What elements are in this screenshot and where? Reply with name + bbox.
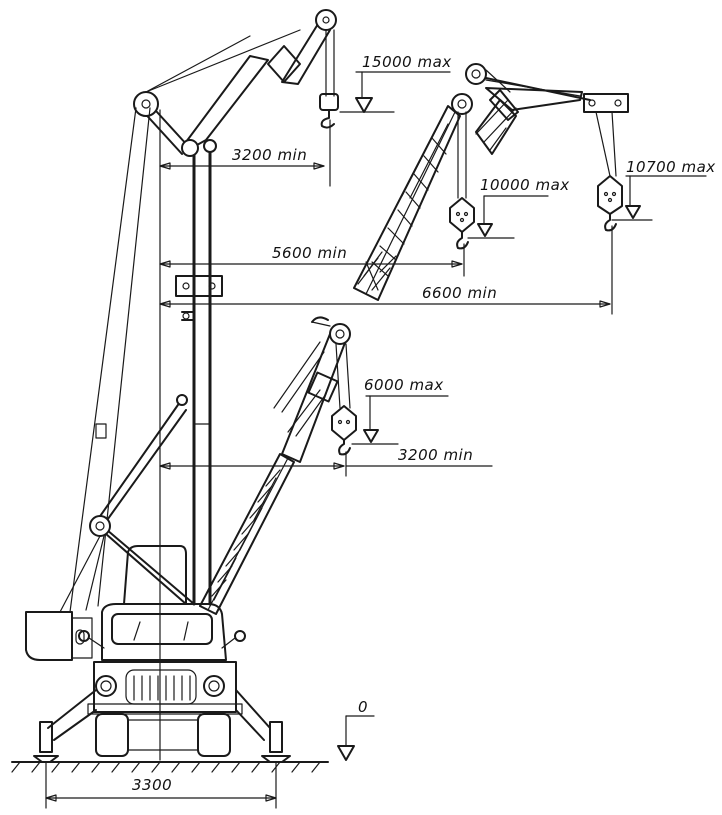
hook-block-6000 [331,405,357,441]
label-ground-zero: 0 [358,698,368,716]
hook-block-10000 [449,197,475,233]
strut-pivot [89,515,111,537]
headlight-right [203,675,225,697]
label-10700-max: 10700 max [626,158,716,176]
fly-jib-lower [185,55,269,151]
extended-jib-hinge [451,93,473,115]
radiator-grille [125,669,197,705]
fly-jib-head [583,93,629,113]
counterweight [25,611,73,661]
capacity-marker-10000: 10000 max [467,176,570,239]
dim-3200-bottom: 3200 min [159,446,493,477]
hook-top [320,109,335,129]
extended-jib [353,63,629,301]
label-6000-max: 6000 max [364,376,444,394]
fly-jib-knuckle [475,99,517,155]
headlight-left [95,675,117,697]
wheel-left [95,713,129,757]
capacity-marker-15000: 15000 max [339,53,452,113]
capacity-marker-6000: 6000 max [351,376,449,445]
wheel-right [197,713,231,757]
label-10000-max: 10000 max [480,176,570,194]
label-3300: 3300 [132,776,172,794]
lower-boom [199,316,357,615]
jib-elbow-pin [181,139,199,157]
jack-right [269,721,283,753]
ground-hatching [11,761,321,773]
fly-jib-sheave [315,9,337,31]
truck-cab [101,603,227,661]
lower-boom-lattice [199,453,295,615]
lower-boom-cylinder [307,371,339,403]
mast [175,150,223,606]
jib-top-sheave [133,91,159,117]
mast-collar-upper [175,275,223,297]
rope-clamp [95,423,107,439]
hook-block-top [319,93,339,111]
dim-3300: 3300 [45,761,277,809]
ground-level-marker: 0 [337,698,375,761]
counterweight-box [71,617,93,659]
lower-boom-sheave [329,323,351,345]
label-3200-min-bottom: 3200 min [398,446,473,464]
dim-6600: 6600 min [159,225,613,315]
outrigger-right [235,689,271,741]
windshield [111,613,213,645]
outrigger-left [47,689,97,741]
extended-jib-top-sheave [465,63,487,85]
jack-left [39,721,53,753]
bumper [87,703,243,715]
tall-jib [69,9,339,613]
dim-5600: 5600 min [159,243,465,277]
truck-front [93,661,237,713]
label-3200-min-top: 3200 min [232,146,307,164]
label-15000-max: 15000 max [362,53,452,71]
label-5600-min: 5600 min [272,244,347,262]
capacity-marker-10700: 10700 max [611,158,716,221]
fly-jib-joint [267,45,301,83]
mast-supports [59,394,195,613]
hook-block-10700 [597,175,623,215]
truck [25,545,291,763]
dim-3200-top: 3200 min [159,119,331,187]
label-6600-min: 6600 min [422,284,497,302]
